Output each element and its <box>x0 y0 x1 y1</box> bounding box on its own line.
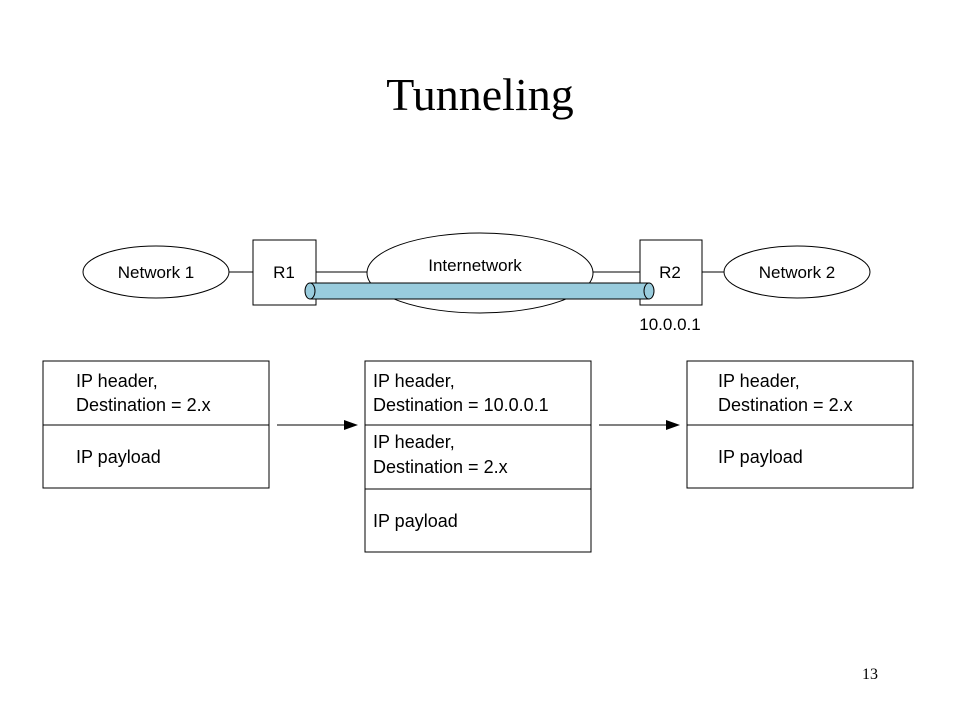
packet-middle-outer-header-line2: Destination = 10.0.0.1 <box>373 395 549 415</box>
packet-middle-inner-header-line2: Destination = 2.x <box>373 457 508 477</box>
packet-middle-inner-header-line1: IP header, <box>373 432 455 452</box>
packet-middle: IP header, Destination = 10.0.0.1 IP hea… <box>364 360 592 553</box>
network-2-label: Network 2 <box>759 263 836 282</box>
packet-right-payload: IP payload <box>718 447 803 467</box>
router-r2-label: R2 <box>659 263 681 282</box>
packet-left-header-line1: IP header, <box>76 371 158 391</box>
packet-middle-outer-header-line1: IP header, <box>373 371 455 391</box>
packet-left-header-line2: Destination = 2.x <box>76 395 211 415</box>
router-r1-label: R1 <box>273 263 295 282</box>
internetwork-node: Internetwork <box>366 232 594 314</box>
network-1-node: Network 1 <box>82 245 230 299</box>
arrow-left-to-middle <box>277 420 358 430</box>
packet-left-payload: IP payload <box>76 447 161 467</box>
packet-right: IP header, Destination = 2.x IP payload <box>686 360 914 489</box>
packet-right-header-line1: IP header, <box>718 371 800 391</box>
packet-right-header-line2: Destination = 2.x <box>718 395 853 415</box>
internetwork-label: Internetwork <box>428 256 522 275</box>
tunnel-pipe <box>304 282 655 300</box>
arrow-middle-to-right <box>599 420 680 430</box>
packet-middle-payload: IP payload <box>373 511 458 531</box>
packet-left: IP header, Destination = 2.x IP payload <box>42 360 270 489</box>
network-2-node: Network 2 <box>723 245 871 299</box>
router-r2: R2 <box>639 239 703 306</box>
r2-address-label: 10.0.0.1 <box>639 315 700 334</box>
network-1-label: Network 1 <box>118 263 195 282</box>
page-number: 13 <box>862 666 878 683</box>
slide-title: Tunneling <box>386 69 573 120</box>
